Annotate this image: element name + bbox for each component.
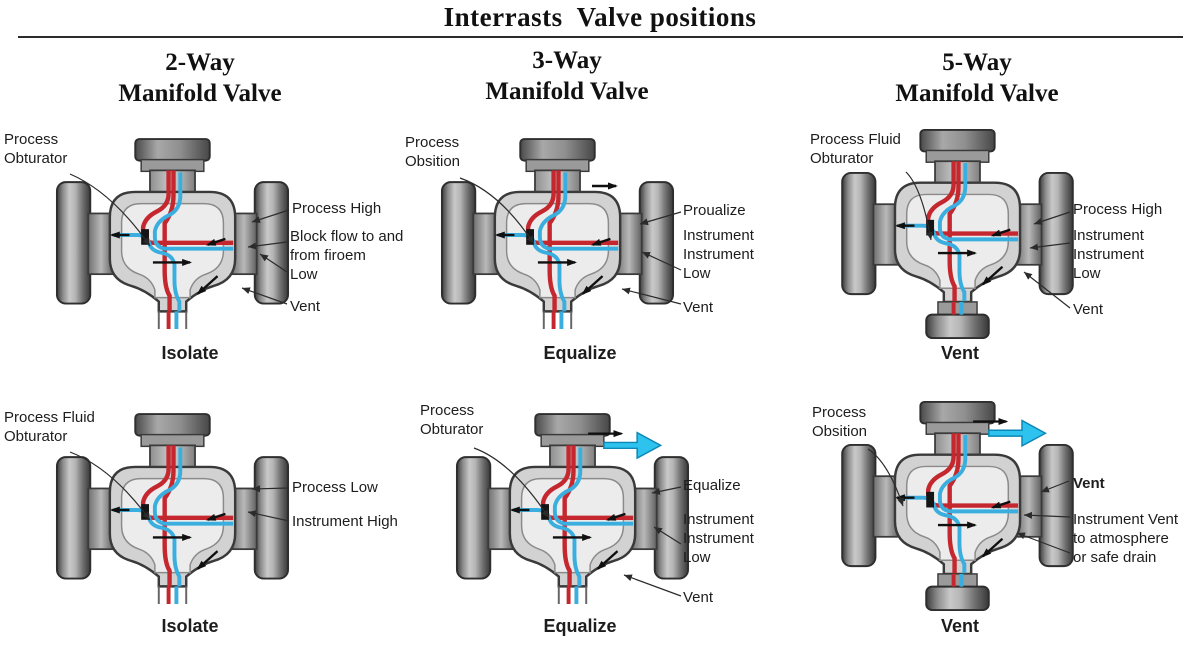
panel-5way-vent-2: Process Obsition Vent Instrument Vent to… [800, 388, 1200, 650]
obturator-label: Process Obturator [420, 402, 484, 438]
state-label: Vent [940, 616, 979, 636]
state-label: Isolate [161, 616, 219, 636]
obturator-label: Process Fluid Obturator [810, 131, 901, 167]
state-label: Isolate [161, 343, 219, 363]
column-header-2way: 2-Way Manifold Valve [118, 49, 282, 107]
panel-5way-vent: Process Fluid Obturator Process High Ins… [800, 115, 1200, 377]
panel-3way-equalize-2: Process Obturator Equalize Instrument In… [395, 388, 795, 650]
instrument-low-label: Instrument Instrument Low [1073, 227, 1144, 282]
instrument-vent-label: Instrument Vent to atmosphere or safe dr… [1073, 511, 1179, 566]
state-label: Equalize [543, 343, 617, 363]
process-high-label: Process High [292, 200, 382, 217]
vent-label: Vent [683, 589, 714, 606]
block-flow-label: Block flow to and from firoem [290, 228, 404, 264]
obturator-label: Process Obsition [405, 134, 461, 170]
low-label: Low [290, 266, 318, 283]
column-header-5way: 5-Way Manifold Valve [895, 49, 1059, 107]
title-divider [18, 36, 1183, 38]
instrument-low-label: Instrument Instrument Low [683, 511, 754, 566]
vent-label: Vent [290, 298, 321, 315]
panel-3way-equalize: Process Obsition Proualize Instrument In… [395, 115, 795, 377]
state-label: Equalize [543, 616, 617, 636]
column-header-3way: 3-Way Manifold Valve [485, 47, 649, 105]
equalize-label: Equalize [683, 477, 741, 494]
instrument-high-label: Instrument High [292, 513, 398, 530]
panel-2way-isolate: Process Obturator Process High Block flo… [0, 115, 403, 377]
vent-label: Vent [683, 299, 714, 316]
obturator-label: Process Fluid Obturator [4, 409, 95, 445]
state-label: Vent [940, 343, 979, 363]
manifold-valve-illustration [455, 412, 690, 608]
obturator-label: Process Obturator [4, 131, 68, 167]
equalize-label: Proualize [683, 202, 746, 219]
instrument-low-label: Instrument Instrument Low [683, 227, 754, 282]
vent-label: Vent [1073, 301, 1104, 318]
panel-2way-isolate-2: Process Fluid Obturator Process Low Inst… [0, 388, 400, 650]
obturator-label: Process Obsition [812, 404, 868, 440]
vent-label: Vent [1073, 475, 1105, 492]
process-low-label: Process Low [292, 479, 378, 496]
process-high-label: Process High [1073, 201, 1163, 218]
page-title: Interrasts Valve positions [443, 2, 757, 32]
